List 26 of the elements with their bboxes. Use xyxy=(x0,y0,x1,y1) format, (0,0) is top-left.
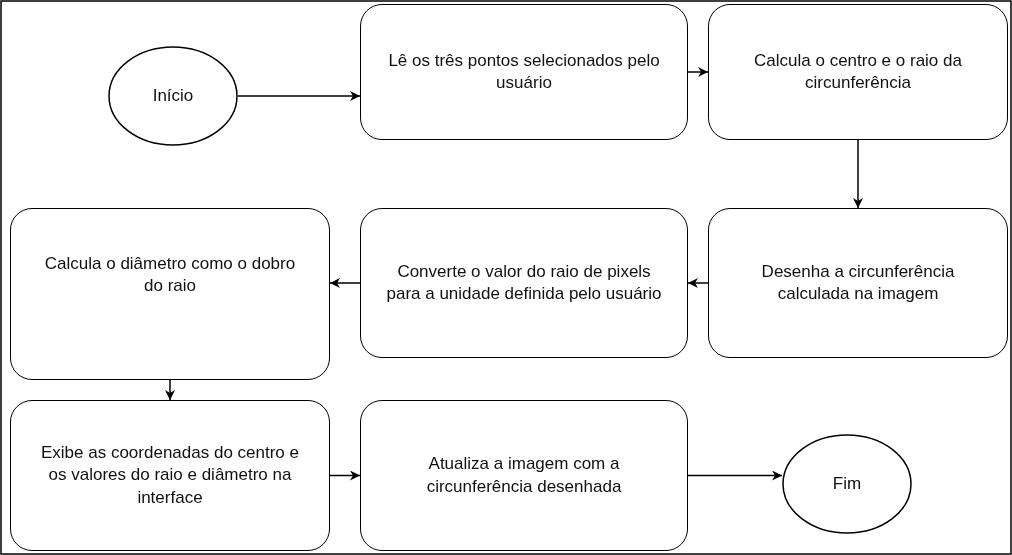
process-box xyxy=(360,208,688,358)
process-box xyxy=(10,400,330,551)
step-text: Calcula o diâmetro como o dobro do raio xyxy=(43,253,297,298)
step-text: Exibe as coordenadas do centro e os valores do raio e diâmetro na interface xyxy=(40,442,300,509)
arrow xyxy=(329,278,361,288)
step-text: Atualiza a imagem com a circunferência desenhada xyxy=(425,453,623,498)
step-text: Desenha a circunferência calculada na imagem xyxy=(760,260,956,305)
process-box xyxy=(708,208,1008,358)
process-box xyxy=(360,4,688,140)
process-box xyxy=(10,208,330,380)
step-text: Converte o valor do raio de pixels para a unidade definida pelo usuário xyxy=(385,260,663,305)
terminal-ellipse xyxy=(108,46,238,146)
arrow xyxy=(165,379,175,401)
arrow xyxy=(853,139,863,209)
process-box xyxy=(360,400,688,551)
step-text: Fim xyxy=(831,472,863,495)
process-box xyxy=(708,4,1008,140)
arrow xyxy=(687,278,709,288)
arrow xyxy=(687,67,709,77)
step-text: Calcula o centro e o raio da circunferência xyxy=(753,49,963,94)
step-text: Lê os três pontos selecionados pelo usuário xyxy=(387,49,661,94)
arrow xyxy=(237,91,361,101)
step-text: Início xyxy=(151,84,195,107)
arrow xyxy=(329,470,361,481)
arrow xyxy=(687,470,783,481)
terminal-ellipse xyxy=(782,434,912,534)
